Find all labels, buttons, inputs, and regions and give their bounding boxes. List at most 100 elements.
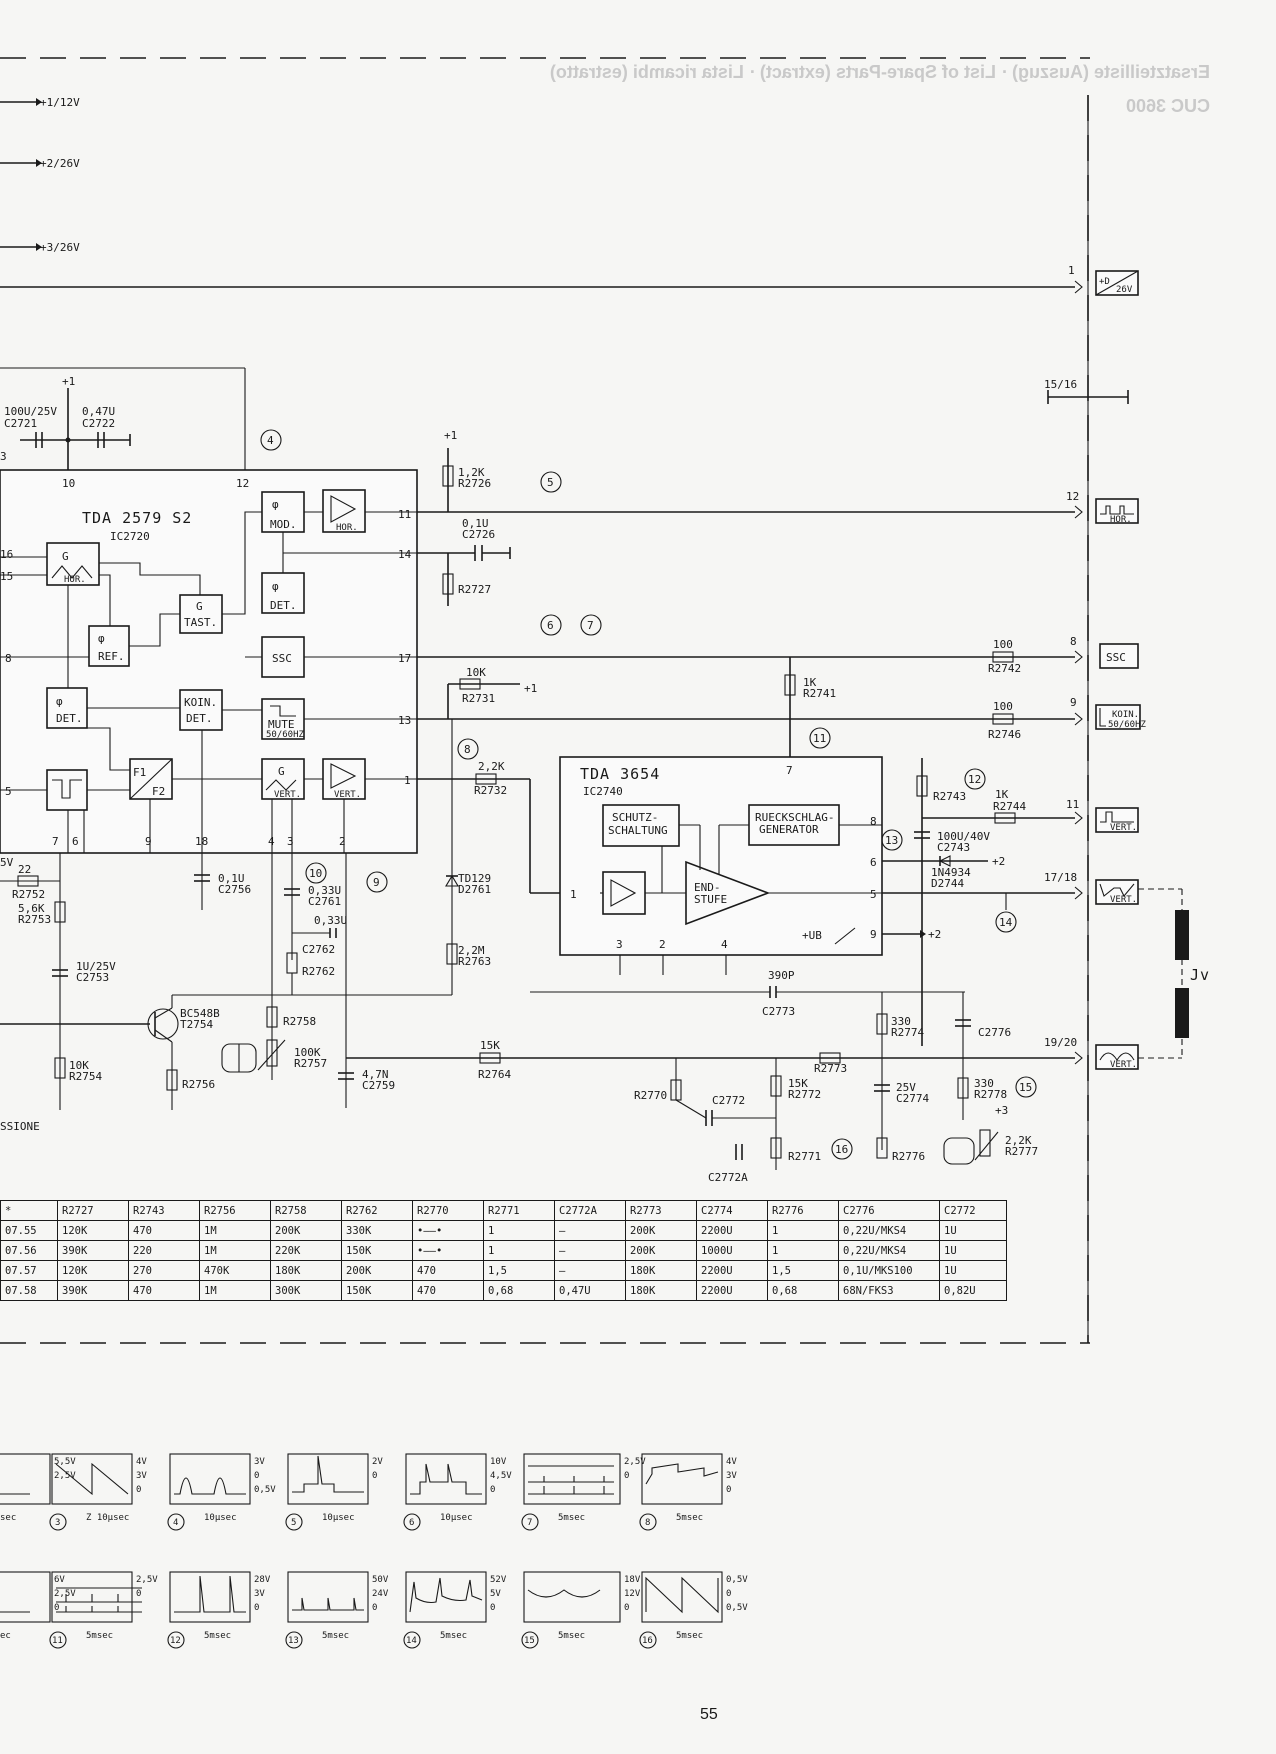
- svg-text:100K: 100K: [294, 1046, 321, 1059]
- connector-vert-19-20[interactable]: [1095, 1044, 1139, 1070]
- svg-text:2: 2: [339, 835, 346, 848]
- svg-text:0,47U: 0,47U: [82, 405, 115, 418]
- waveform-trace: [527, 1589, 601, 1598]
- waveform-trace: [55, 1462, 129, 1496]
- svg-text:STUFE: STUFE: [694, 893, 727, 906]
- table-cell: 1: [483, 1240, 555, 1261]
- svg-text:8: 8: [5, 652, 12, 665]
- svg-text:END-: END-: [694, 881, 721, 894]
- svg-text:8: 8: [464, 743, 471, 756]
- svg-text:10: 10: [309, 867, 322, 880]
- table-cell: 1: [767, 1240, 839, 1261]
- connector-ssc[interactable]: [1099, 643, 1139, 669]
- waveform-level: 18V: [624, 1575, 641, 1585]
- waveform-level: 0: [624, 1471, 629, 1481]
- table-cell: 470: [128, 1220, 200, 1241]
- ic-tda3654-ref: IC2740: [583, 785, 623, 798]
- table-cell: 0,1U/MKS100: [838, 1260, 940, 1281]
- waveform-id-circle: [167, 1631, 185, 1649]
- waveform-level: 2V: [372, 1457, 383, 1467]
- connector-vert-11[interactable]: [1095, 807, 1139, 833]
- table-cell: 1: [483, 1220, 555, 1241]
- svg-text:390P: 390P: [768, 969, 795, 982]
- svg-text:C2759: C2759: [362, 1079, 395, 1092]
- waveform-level: 0,5V: [254, 1485, 276, 1495]
- waveform-trace: [645, 1463, 719, 1485]
- svg-text:R2753: R2753: [18, 913, 51, 926]
- svg-text:HOR.: HOR.: [1110, 515, 1132, 525]
- waveform-level: 0: [490, 1603, 495, 1613]
- connector-pin-8: 8: [1070, 635, 1077, 648]
- connector-hor[interactable]: [1095, 498, 1139, 524]
- waveform-trace: [174, 1477, 246, 1495]
- table-cell: —: [554, 1240, 626, 1261]
- waveform-id-circle: [521, 1513, 539, 1531]
- waveform-level: 28V: [254, 1575, 271, 1585]
- connector-pin-19-20: 19/20: [1044, 1036, 1077, 1049]
- svg-text:VERT.: VERT.: [274, 790, 301, 800]
- block-preamp: [602, 871, 646, 915]
- svg-text:SCHALTUNG: SCHALTUNG: [608, 824, 668, 837]
- label-c2721: 100U/25V: [4, 405, 57, 418]
- svg-text:11: 11: [398, 508, 411, 521]
- table-cell: 120K: [57, 1220, 129, 1241]
- table-cell: 1: [767, 1220, 839, 1241]
- marker-7: [580, 614, 602, 636]
- svg-text:φ: φ: [98, 632, 105, 645]
- svg-text:R2727: R2727: [458, 583, 491, 596]
- waveform-id-circle: [285, 1631, 303, 1649]
- ic-tda3654-name: TDA 3654: [580, 765, 660, 783]
- svg-text:6: 6: [547, 619, 554, 632]
- waveform-trace: [410, 1463, 482, 1495]
- waveform-level: 0: [726, 1485, 731, 1495]
- waveform-id: 4: [173, 1518, 178, 1528]
- svg-text:R2764: R2764: [478, 1068, 511, 1081]
- svg-text:3: 3: [616, 938, 623, 951]
- waveform-frame: [287, 1571, 369, 1623]
- svg-text:25V: 25V: [896, 1081, 916, 1094]
- svg-text:18: 18: [195, 835, 208, 848]
- connector-koin[interactable]: [1095, 704, 1141, 730]
- waveform-timebase: 10µsec: [440, 1513, 473, 1523]
- svg-text:0,33U: 0,33U: [308, 884, 341, 897]
- marker-15: [1015, 1076, 1037, 1098]
- svg-text:16: 16: [835, 1143, 848, 1156]
- table-cell: R2771: [483, 1200, 555, 1221]
- measurement-markers: 4 5 6 7 8 9 10 11 12 13 14 15 16: [260, 429, 1037, 1160]
- block-koin-det: [179, 689, 223, 731]
- table-cell: 180K: [625, 1260, 697, 1281]
- waveform-level: 3V: [254, 1457, 265, 1467]
- svg-text:R2770: R2770: [634, 1089, 667, 1102]
- svg-text:7: 7: [587, 619, 594, 632]
- table-cell: 180K: [270, 1260, 342, 1281]
- svg-text:0,1U: 0,1U: [218, 872, 245, 885]
- waveform-trace: [174, 1575, 246, 1613]
- svg-text:SCHUTZ-: SCHUTZ-: [612, 811, 658, 824]
- svg-text:VERT.: VERT.: [1110, 1060, 1137, 1070]
- svg-text:D2744: D2744: [931, 877, 964, 890]
- svg-text:5: 5: [547, 476, 554, 489]
- svg-text:15K: 15K: [788, 1077, 808, 1090]
- marker-9: [366, 871, 388, 893]
- table-cell: 270: [128, 1260, 200, 1281]
- svg-text:R2752: R2752: [12, 888, 45, 901]
- table-cell: •——•: [412, 1220, 484, 1241]
- svg-text:C2772A: C2772A: [708, 1171, 748, 1184]
- waveform-id-circle: [403, 1513, 421, 1531]
- svg-text:C2753: C2753: [76, 971, 109, 984]
- svg-text:KOIN.: KOIN.: [184, 696, 217, 709]
- svg-text:C2761: C2761: [308, 895, 341, 908]
- svg-text:C2721: C2721: [4, 417, 37, 430]
- table-cell: 0,68: [767, 1280, 839, 1301]
- table-cell: R2773: [625, 1200, 697, 1221]
- rail-1: +1/12V: [40, 96, 80, 109]
